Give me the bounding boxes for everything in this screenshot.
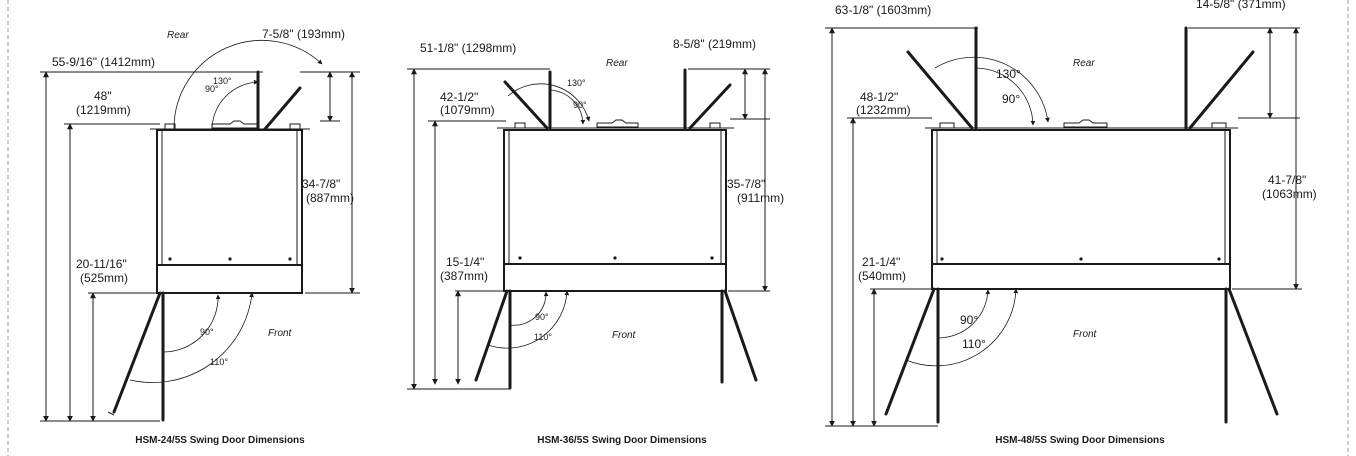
figure-hsm-48: 130° 90° Rear 90° 110° Front 63-1/8" (16… xyxy=(825,0,1317,446)
dim-cabinet-depth-mm: (1219mm) xyxy=(76,103,131,117)
angle-rear-90: 90° xyxy=(573,100,587,110)
cabinet-drawer xyxy=(503,263,727,292)
angle-front-open: 110° xyxy=(962,337,986,351)
dim-cabinet-depth-in: 42-1/2" xyxy=(440,90,478,104)
angle-rear-open: 130° xyxy=(213,76,232,86)
dim-rear-clearance: 14-5/8" (371mm) xyxy=(1196,0,1286,11)
dim-front-clearance-mm: (525mm) xyxy=(80,271,128,285)
rear-label: Rear xyxy=(1073,58,1095,69)
figure-hsm-24: 130° 90° Rear 90° 110° Front 55-9/16" (1… xyxy=(40,27,360,446)
figure-caption: HSM-24/5S Swing Door Dimensions xyxy=(135,435,305,446)
dim-front-clearance-mm: (540mm) xyxy=(858,269,906,283)
rear-label: Rear xyxy=(167,30,189,41)
dim-side-height-in: 34-7/8" xyxy=(302,177,340,191)
dim-cabinet-depth-in: 48" xyxy=(94,89,112,103)
dim-front-clearance-in: 20-11/16" xyxy=(76,257,127,271)
figure-caption: HSM-36/5S Swing Door Dimensions xyxy=(537,435,707,446)
rear-label: Rear xyxy=(606,58,628,69)
dim-side-height-mm: (911mm) xyxy=(737,191,784,205)
dim-overall-depth: 63-1/8" (1603mm) xyxy=(835,3,931,17)
angle-front-open: 110° xyxy=(210,357,228,367)
dim-side-height-in: 41-7/8" xyxy=(1268,173,1306,187)
dim-overall-depth: 55-9/16" (1412mm) xyxy=(52,55,155,69)
cabinet-drawer xyxy=(156,264,303,294)
dim-side-height-mm: (1063mm) xyxy=(1262,187,1317,201)
angle-rear-90: 90° xyxy=(205,84,219,94)
figure-caption: HSM-48/5S Swing Door Dimensions xyxy=(995,435,1165,446)
front-label: Front xyxy=(1073,329,1098,340)
front-label: Front xyxy=(612,330,637,341)
cabinet-body xyxy=(503,129,727,265)
angle-front-open: 110° xyxy=(534,332,552,342)
dim-cabinet-depth-mm: (1079mm) xyxy=(440,103,495,117)
angle-front-90: 90° xyxy=(960,313,978,327)
angle-rear-open: 130° xyxy=(567,78,586,88)
dim-cabinet-depth-mm: (1232mm) xyxy=(856,103,911,117)
angle-rear-90: 90° xyxy=(1002,92,1020,106)
dim-overall-depth: 51-1/8" (1298mm) xyxy=(420,41,516,55)
page-border xyxy=(7,0,1349,456)
dim-side-height-mm: (887mm) xyxy=(306,191,354,205)
dim-side-height-in: 35-7/8" xyxy=(727,177,765,191)
cabinet-drawer xyxy=(931,263,1231,290)
cabinet-body xyxy=(931,129,1231,265)
angle-front-90: 90° xyxy=(535,312,549,322)
angle-front-90: 90° xyxy=(200,327,214,337)
angle-rear-open: 130° xyxy=(996,67,1021,81)
cabinet-body xyxy=(156,129,303,266)
dim-front-clearance-in: 21-1/4" xyxy=(862,255,900,269)
dim-front-clearance-in: 15-1/4" xyxy=(446,255,484,269)
dim-cabinet-depth-in: 48-1/2" xyxy=(860,90,898,104)
dim-rear-clearance: 7-5/8" (193mm) xyxy=(262,27,345,41)
dim-rear-clearance: 8-5/8" (219mm) xyxy=(673,37,756,51)
dim-front-clearance-mm: (387mm) xyxy=(440,269,488,283)
front-label: Front xyxy=(268,328,293,339)
figure-hsm-36: 130° 90° Rear 90° 110° Front 51-1/8" (12… xyxy=(407,37,784,446)
